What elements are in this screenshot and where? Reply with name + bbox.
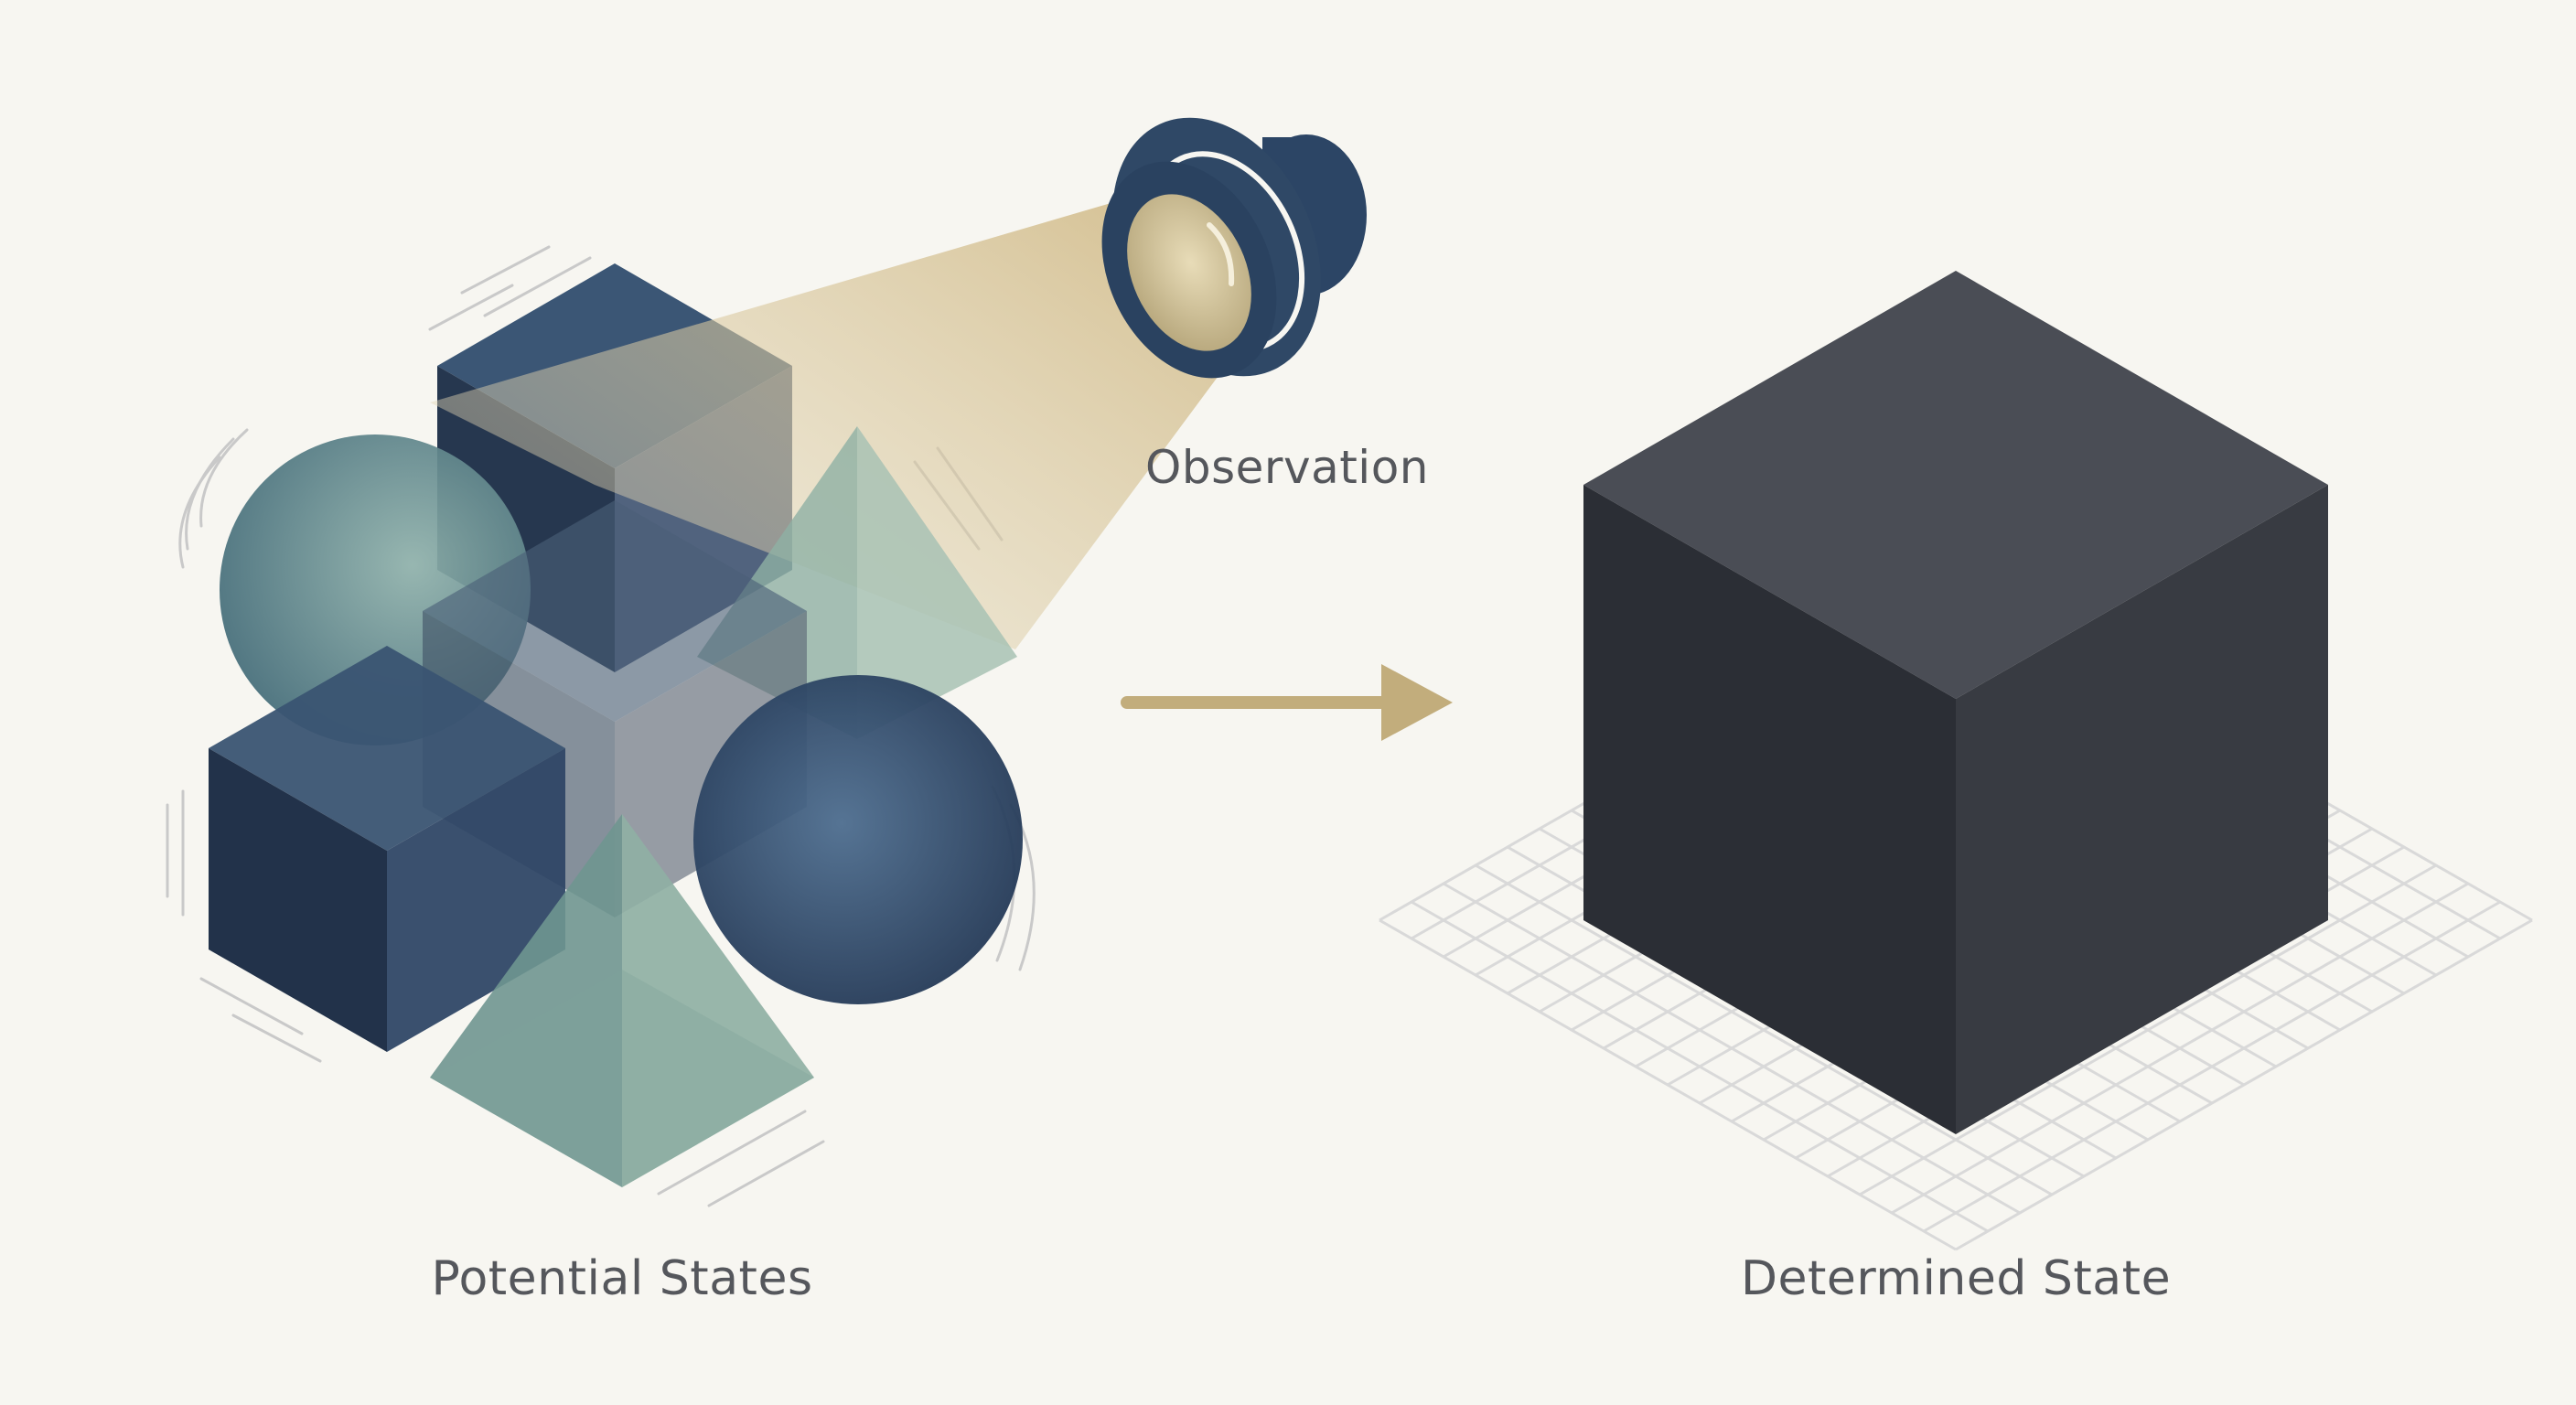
observation-label: Observation (1145, 441, 1429, 494)
pyramid-front (430, 814, 814, 1187)
sphere-navy (693, 675, 1023, 1004)
transition-arrow (1121, 664, 1453, 741)
camera-icon (1101, 117, 1367, 379)
determined-cube (1583, 271, 2328, 1134)
observation-beam (430, 199, 1226, 649)
determined-state-group (1379, 271, 2533, 1251)
cube-left (209, 646, 565, 1052)
determined-state-label: Determined State (1740, 1251, 2172, 1306)
potential-states-label: Potential States (431, 1251, 813, 1306)
potential-states-cluster (166, 199, 1226, 1207)
